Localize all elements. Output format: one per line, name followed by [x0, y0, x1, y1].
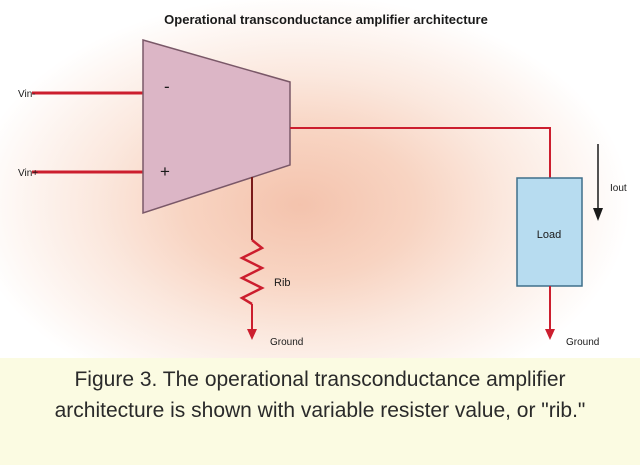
output-wire — [290, 127, 551, 178]
circuit-diagram: Operational transconductance amplifier a… — [18, 12, 627, 348]
vin-plus-label: Vin+ — [18, 168, 38, 179]
current-label: Iout — [610, 183, 627, 194]
resistor-rib — [239, 239, 265, 306]
resistor-ground-arrow-icon — [247, 329, 257, 340]
ground-left-label: Ground — [270, 337, 303, 348]
resistor-label: Rib — [274, 277, 291, 289]
current-arrow-icon — [593, 208, 603, 221]
ground-right-label: Ground — [566, 337, 599, 348]
amp-plus-sign: + — [160, 162, 170, 181]
load-label: Load — [537, 229, 561, 241]
diagram-area: Operational transconductance amplifier a… — [0, 0, 640, 358]
figure-caption: Figure 3. The operational transconductan… — [0, 358, 640, 465]
amplifier-body — [142, 39, 291, 215]
amp-minus-sign: - — [164, 77, 170, 96]
load-ground-arrow-icon — [545, 329, 555, 340]
vin-minus-label: Vin- — [18, 89, 36, 100]
diagram-title: Operational transconductance amplifier a… — [164, 12, 488, 27]
load-box — [516, 177, 583, 287]
